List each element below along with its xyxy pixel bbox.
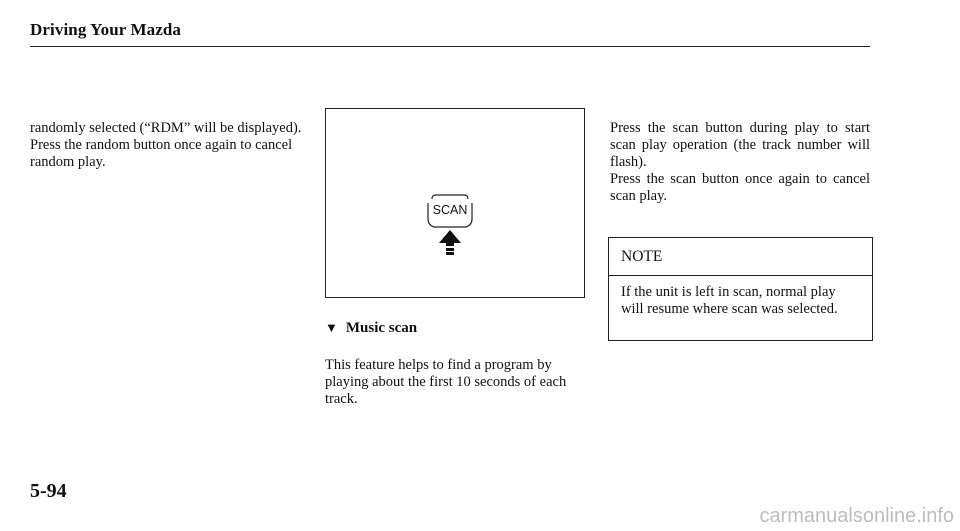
music-scan-heading: ▼ Music scan (325, 320, 417, 337)
scan-button-illustration: SCAN (426, 193, 474, 229)
triangle-bullet-icon: ▼ (325, 320, 338, 335)
scan-button-outline (427, 194, 473, 228)
page-number: 5-94 (30, 480, 67, 502)
paragraph: Press the random button once again to ca… (30, 137, 293, 170)
note-box: NOTE If the unit is left in scan, normal… (608, 237, 873, 341)
scan-button-figure: SCAN (325, 108, 585, 298)
note-title: NOTE (609, 238, 872, 276)
column-3-text: Press the scan button during play to sta… (610, 120, 870, 205)
paragraph: Press the scan button during play to sta… (610, 120, 870, 170)
header-title: Driving Your Mazda (30, 20, 182, 39)
column-1-text: randomly selected (“RDM” will be display… (30, 120, 315, 171)
music-scan-heading-text: Music scan (345, 320, 418, 336)
note-text: If the unit is left in scan, normal play… (621, 284, 838, 317)
scan-button-label: SCAN (432, 203, 468, 217)
watermark: carmanualsonline.info (759, 505, 954, 527)
press-arrow-icon (438, 229, 462, 259)
paragraph: Press the scan button once again to canc… (610, 171, 870, 204)
paragraph: randomly selected (“RDM” will be display… (30, 120, 302, 136)
music-scan-body: This feature helps to find a program by … (325, 357, 567, 407)
header-rule (30, 46, 870, 47)
